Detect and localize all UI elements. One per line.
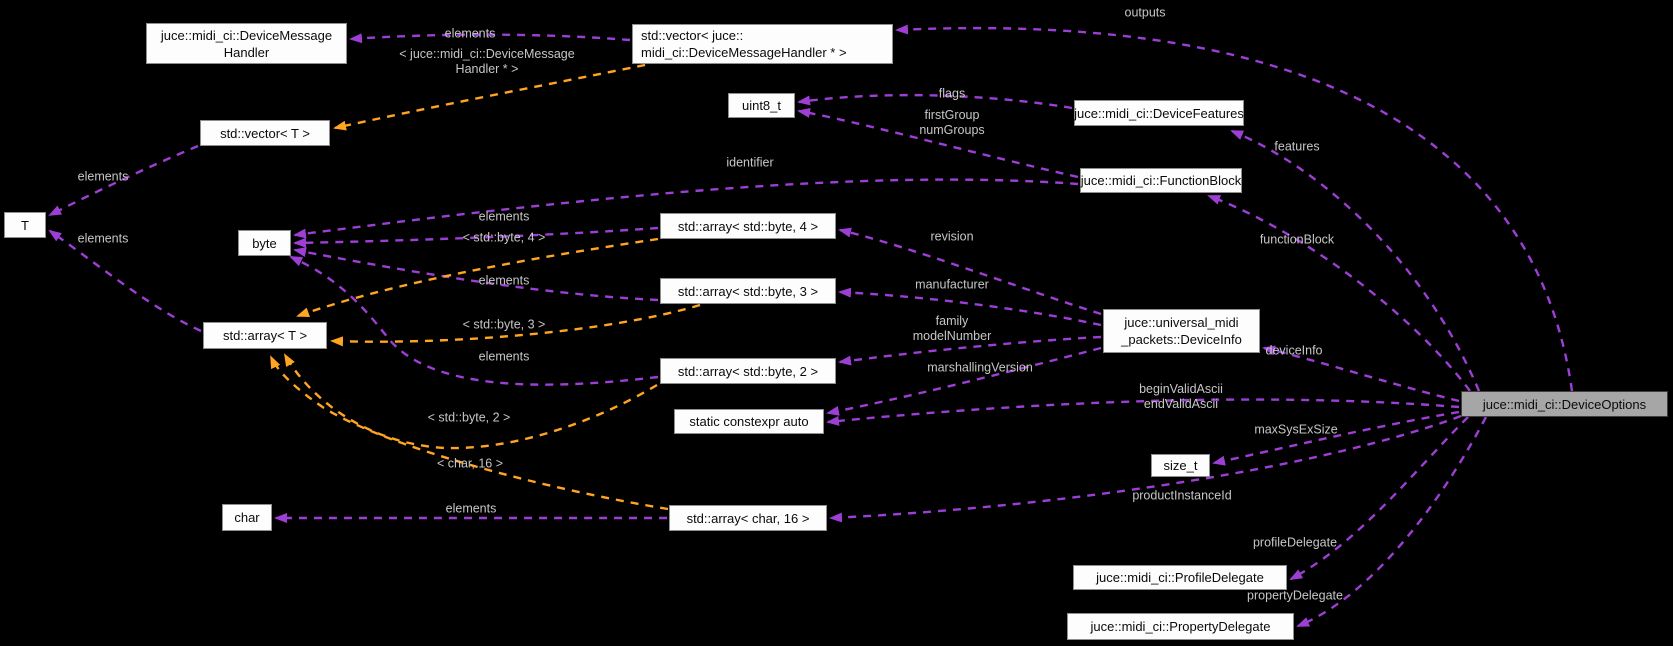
edge-label-features: features xyxy=(1274,139,1320,154)
edge-label-elements-array-t: elements xyxy=(77,231,129,246)
edge-label-maxsysexsize: maxSysExSize xyxy=(1254,422,1338,437)
node-device-features[interactable]: juce::midi_ci::DeviceFeatures xyxy=(1074,100,1244,126)
edge-outputs xyxy=(895,24,1574,392)
node-byte[interactable]: byte xyxy=(238,230,291,256)
edge-label-template-byte4: < std::byte, 4 > xyxy=(462,230,546,245)
edge-label-family-modelnumber: family modelNumber xyxy=(912,314,992,343)
edge-label-elements-array3: elements xyxy=(478,273,530,288)
node-function-block[interactable]: juce::midi_ci::FunctionBlock xyxy=(1080,168,1242,193)
edge-label-manufacturer: manufacturer xyxy=(915,277,989,292)
edge-revision xyxy=(838,227,1102,316)
node-size-t[interactable]: size_t xyxy=(1151,454,1210,477)
node-array-char-16[interactable]: std::array< char, 16 > xyxy=(669,505,827,531)
edge-productinstanceid xyxy=(829,414,1462,523)
node-array-t[interactable]: std::array< T > xyxy=(203,322,327,349)
edge-manufacturer xyxy=(838,287,1102,327)
edge-label-firstgroup-numgroups: firstGroup numGroups xyxy=(919,108,985,137)
node-property-delegate[interactable]: juce::midi_ci::PropertyDelegate xyxy=(1067,613,1294,640)
node-array-byte-3[interactable]: std::array< std::byte, 3 > xyxy=(660,278,836,304)
edge-template-byte4 xyxy=(296,237,659,318)
node-static-constexpr-auto[interactable]: static constexpr auto xyxy=(674,409,824,434)
node-array-byte-4[interactable]: std::array< std::byte, 4 > xyxy=(660,213,836,239)
edge-label-profiledelegate: profileDelegate xyxy=(1252,535,1338,550)
edge-label-propertydelegate: propertyDelegate xyxy=(1247,588,1343,603)
node-uint8-t[interactable]: uint8_t xyxy=(728,93,795,118)
edge-elements-array-t xyxy=(48,229,202,333)
edge-template-byte2 xyxy=(283,353,658,450)
edge-elements-handlers xyxy=(349,33,631,44)
edge-features xyxy=(1230,129,1481,392)
node-t[interactable]: T xyxy=(4,212,46,238)
edge-identifier xyxy=(293,178,1079,239)
node-array-byte-2[interactable]: std::array< std::byte, 2 > xyxy=(660,358,836,384)
edge-label-template-vector-dmh: < juce::midi_ci::DeviceMessage Handler *… xyxy=(399,47,575,76)
node-device-info[interactable]: juce::universal_midi _packets::DeviceInf… xyxy=(1103,309,1260,353)
edge-label-elements-array2: elements xyxy=(478,349,530,364)
edge-beginvalidascii-endvalidascii xyxy=(826,398,1460,426)
edge-label-outputs: outputs xyxy=(1124,5,1166,20)
edge-elements-array2 xyxy=(289,255,659,386)
node-char[interactable]: char xyxy=(222,504,272,531)
edge-label-elements-handlers: elements xyxy=(444,26,496,41)
edge-label-elements-char16: elements xyxy=(445,501,497,516)
edge-label-identifier: identifier xyxy=(726,155,774,170)
edge-flags xyxy=(797,93,1073,110)
edge-marshallingversion xyxy=(826,346,1102,416)
edge-firstgroup-numgroups xyxy=(797,108,1079,179)
edge-label-template-char16: < char, 16 > xyxy=(436,456,504,471)
edge-label-functionblock: functionBlock xyxy=(1259,232,1335,247)
edge-elements-vector-t xyxy=(48,144,199,217)
edge-template-byte3 xyxy=(330,303,701,347)
edge-elements-array3 xyxy=(293,247,659,302)
edge-label-marshallingversion: marshallingVersion xyxy=(927,360,1033,375)
node-profile-delegate[interactable]: juce::midi_ci::ProfileDelegate xyxy=(1073,565,1287,590)
edge-label-template-byte2: < std::byte, 2 > xyxy=(427,410,511,425)
edge-family-modelnumber xyxy=(838,335,1102,366)
edge-label-revision: revision xyxy=(930,229,974,244)
edge-functionblock xyxy=(1207,194,1471,392)
edge-label-productinstanceid: productInstanceId xyxy=(1132,488,1232,503)
edge-label-flags: flags xyxy=(938,86,966,101)
edge-profiledelegate xyxy=(1289,416,1469,581)
edge-label-elements-vector-t: elements xyxy=(77,169,129,184)
edge-label-elements-array4: elements xyxy=(478,209,530,224)
edge-deviceinfo xyxy=(1262,345,1460,403)
edge-propertydelegate xyxy=(1296,416,1488,628)
node-device-options[interactable]: juce::midi_ci::DeviceOptions xyxy=(1461,391,1668,417)
edge-template-vector-dmh xyxy=(333,63,646,131)
edge-label-template-byte3: < std::byte, 3 > xyxy=(462,317,546,332)
edge-template-char16 xyxy=(269,355,669,511)
node-vector-device-message-handler[interactable]: std::vector< juce:: midi_ci::DeviceMessa… xyxy=(632,24,893,64)
node-device-message-handler[interactable]: juce::midi_ci::DeviceMessage Handler xyxy=(146,23,347,64)
edge-maxsysexsize xyxy=(1212,410,1460,466)
node-vector-t[interactable]: std::vector< T > xyxy=(200,120,330,146)
edge-label-deviceinfo: deviceInfo xyxy=(1265,343,1323,358)
edge-label-beginvalid-endvalid: beginValidAscii endValidAscii xyxy=(1139,382,1223,411)
edge-elements-array4 xyxy=(293,226,659,248)
